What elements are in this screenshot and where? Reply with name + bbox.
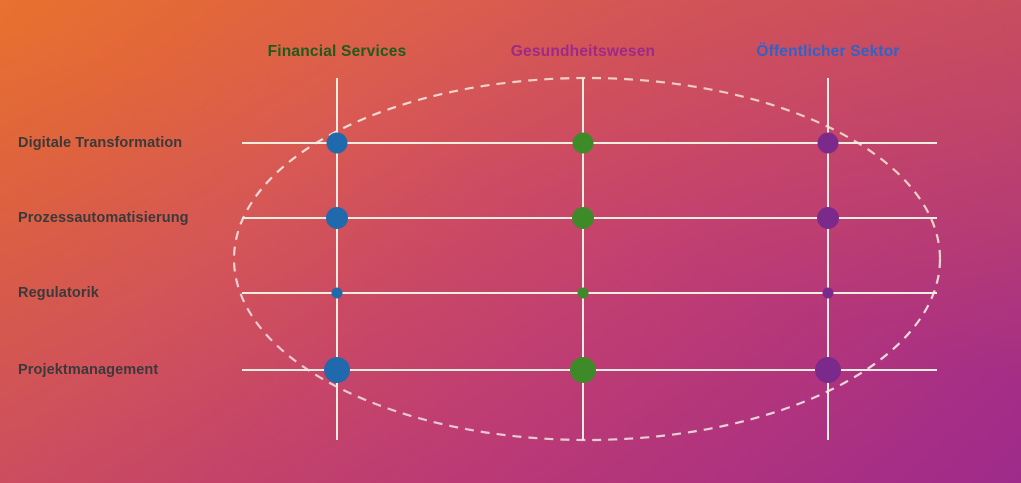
bubble-point[interactable] (822, 287, 834, 299)
column-header-3: Öffentlicher Sektor (756, 43, 900, 60)
bubble-point[interactable] (815, 357, 841, 383)
bubble-point[interactable] (331, 287, 343, 299)
bubble-point[interactable] (817, 132, 839, 154)
bubble-point[interactable] (326, 132, 348, 154)
row-label-3: Regulatorik (18, 285, 99, 301)
row-label-1: Digitale Transformation (18, 135, 183, 151)
bubble-point[interactable] (572, 132, 594, 154)
row-label-4: Projektmanagement (18, 362, 159, 378)
row-label-2: Prozessautomatisierung (18, 210, 189, 226)
column-header-1: Financial Services (267, 43, 407, 60)
bubble-point[interactable] (326, 207, 348, 229)
bubble-point[interactable] (572, 207, 594, 229)
bubble-point[interactable] (577, 287, 589, 299)
bubble-point[interactable] (817, 207, 839, 229)
column-header-2: Gesundheitswesen (510, 43, 656, 60)
bubble-point[interactable] (324, 357, 350, 383)
bubble-point[interactable] (570, 357, 596, 383)
